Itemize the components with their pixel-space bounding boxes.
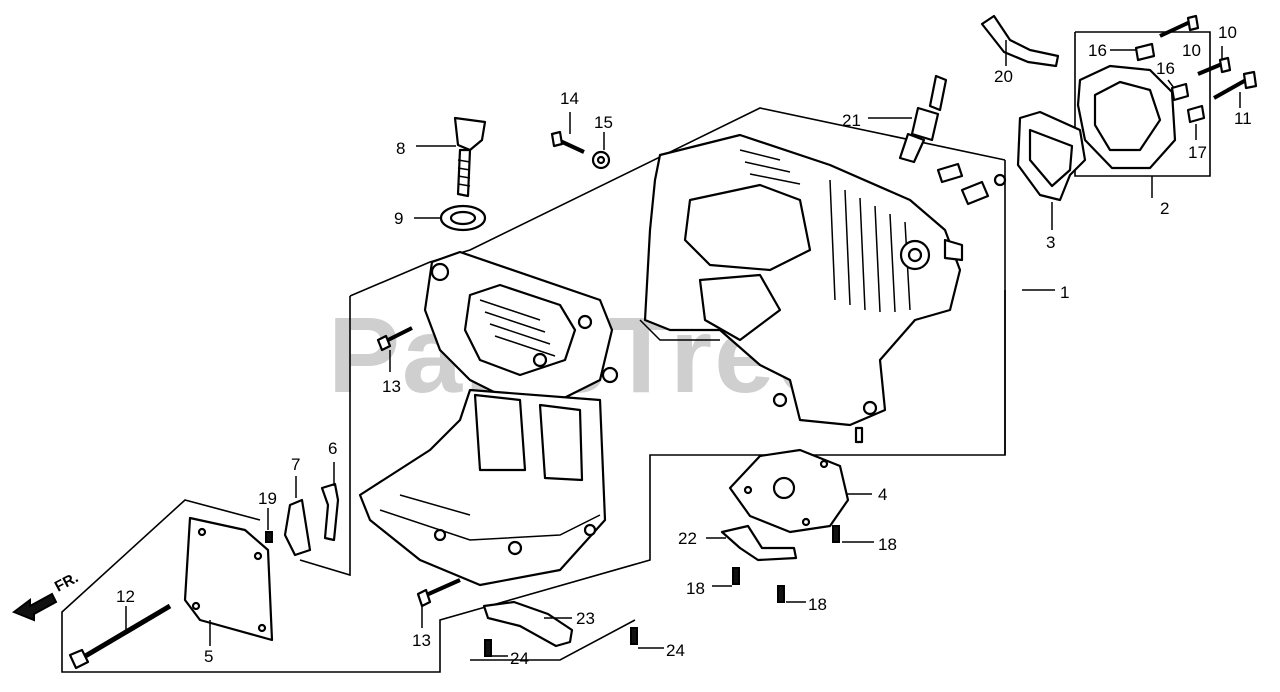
- front-arrow-icon: [11, 592, 58, 622]
- front-indicator-label: FR.: [52, 569, 81, 595]
- plate-23: [482, 600, 574, 648]
- oil-filler-cap: [439, 116, 487, 232]
- small-brackets: [265, 482, 340, 557]
- callout-18-a: 18: [878, 535, 897, 554]
- spark-plug: [898, 74, 948, 164]
- callout-15: 15: [594, 113, 613, 132]
- callout-19: 19: [258, 489, 277, 508]
- callout-22: 22: [678, 529, 697, 548]
- callout-14: 14: [560, 89, 579, 108]
- callout-3: 3: [1046, 233, 1055, 252]
- callout-18-b: 18: [686, 579, 705, 598]
- callout-20: 20: [994, 67, 1013, 86]
- callout-1: 1: [1060, 283, 1069, 302]
- callout-10-b: 10: [1218, 23, 1237, 42]
- callout-23: 23: [576, 609, 595, 628]
- callout-11: 11: [1234, 109, 1252, 128]
- callout-8: 8: [396, 139, 405, 158]
- callout-24-b: 24: [666, 641, 685, 660]
- callout-4: 4: [878, 485, 887, 504]
- dowel-pins: [936, 42, 1206, 206]
- callout-12: 12: [116, 587, 135, 606]
- callout-6: 6: [328, 439, 337, 458]
- bracket-22: [720, 524, 798, 562]
- callout-9: 9: [394, 209, 403, 228]
- callout-7: 7: [291, 455, 300, 474]
- callout-16-b: 16: [1156, 59, 1175, 78]
- small-bolts: [484, 525, 840, 657]
- callout-16-a: 16: [1088, 41, 1107, 60]
- bolts-misc: [376, 130, 611, 608]
- callout-10-a: 10: [1182, 41, 1201, 60]
- callout-5: 5: [204, 647, 213, 666]
- callout-2: 2: [1160, 199, 1169, 218]
- callout-17: 17: [1188, 143, 1207, 162]
- cover-plate: [183, 516, 274, 642]
- leader-lines: [125, 40, 1241, 657]
- crankcase-cylinder-block: [639, 133, 964, 444]
- callout-18-c: 18: [808, 595, 827, 614]
- group-outline-lines: [61, 31, 1211, 673]
- callout-13-b: 13: [412, 631, 431, 650]
- callout-24-a: 24: [510, 649, 529, 668]
- long-bolt: [68, 603, 172, 670]
- head-bolts: [1159, 14, 1258, 100]
- callout-13-a: 13: [382, 377, 401, 396]
- head-cover-gasket: [1016, 64, 1177, 202]
- callout-21: 21: [842, 111, 861, 130]
- side-cover: [728, 448, 850, 534]
- crankcase-left-half: [358, 250, 619, 587]
- breather-tube: [980, 14, 1060, 68]
